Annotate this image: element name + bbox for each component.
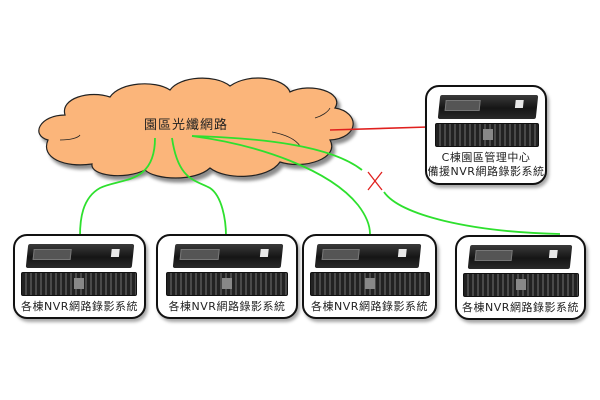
fiber-link-node-1 (79, 137, 156, 237)
nvr-node-label: 各棟NVR網路錄影系統 (311, 300, 428, 313)
server-icon (25, 244, 135, 268)
server-icon (172, 244, 284, 268)
cloud-inner-line (271, 131, 301, 147)
server-icon (310, 272, 430, 296)
x-mark-stroke (367, 171, 383, 191)
nvr-node-label: 各棟NVR網路錄影系統 (21, 300, 138, 313)
nvr-node-2[interactable]: 各棟NVR網路錄影系統 (156, 234, 298, 319)
server-icon (467, 245, 573, 269)
fiber-link-node-4a (191, 135, 363, 171)
nvr-node-label: 各棟NVR網路錄影系統 (168, 300, 286, 313)
backup-line-1: C棟園區管理中心 (441, 151, 531, 164)
fiber-link-node-4b (383, 191, 561, 235)
cloud-label: 園區光纖網路 (144, 118, 229, 133)
nvr-node-1[interactable]: 各棟NVR網路錄影系統 (13, 234, 146, 319)
server-icon (437, 95, 539, 119)
nvr-node-3[interactable]: 各棟NVR網路錄影系統 (302, 234, 437, 319)
nvr-node-label: 各棟NVR網路錄影系統 (462, 301, 579, 314)
backup-link-red (329, 126, 429, 131)
server-icon (463, 273, 579, 297)
backup-nvr-box[interactable]: C棟園區管理中心 備援NVR網路錄影系統 (425, 85, 547, 185)
server-icon (166, 272, 288, 296)
broken-link-x-mark (367, 171, 383, 191)
backup-line-2: 備援NVR網路錄影系統 (427, 165, 545, 178)
fiber-link-node-3 (191, 135, 371, 235)
cloud-inner-line (59, 134, 81, 141)
server-icon (435, 123, 539, 147)
server-icon (21, 272, 137, 296)
cloud-inner-line (314, 107, 331, 119)
nvr-node-4[interactable]: 各棟NVR網路錄影系統 (455, 235, 586, 320)
server-icon (314, 244, 422, 268)
fiber-link-node-2 (171, 137, 227, 237)
